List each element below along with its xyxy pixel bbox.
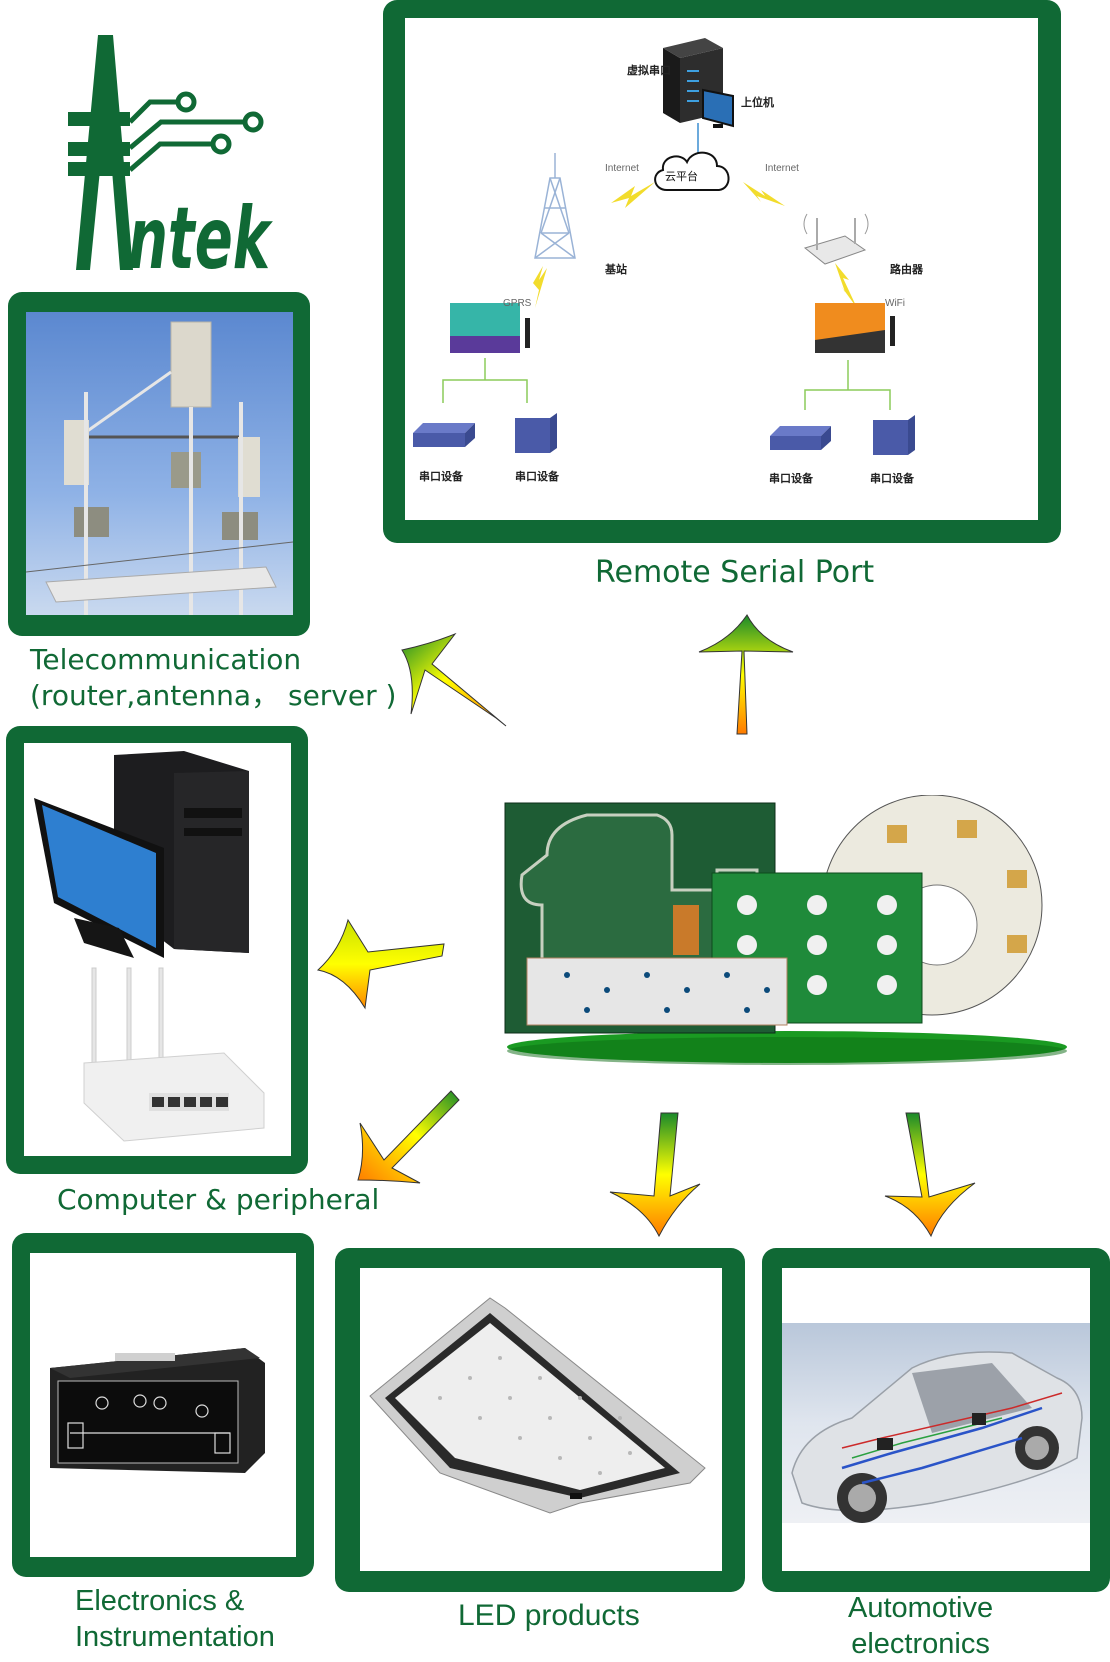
serial-device-label: 串口设备 (769, 472, 813, 485)
serial-device-label: 串口设备 (419, 470, 463, 483)
telecom-tower-photo (26, 312, 293, 615)
monitor-icon (34, 798, 164, 958)
wifi-router-icon (83, 967, 265, 1142)
remote-serial-port-label: Remote Serial Port (595, 555, 875, 590)
computer-peripheral-label: Computer & peripheral (57, 1183, 380, 1216)
wifi-label: WiFi (885, 298, 905, 309)
led-strip-pcb-icon (526, 957, 788, 1026)
pc-tower-icon (114, 751, 249, 953)
virtual-serial-label: 虚拟串口 (627, 64, 671, 77)
cloud-label: 云平台 (665, 170, 698, 183)
internet-left-label: Internet (605, 163, 639, 174)
automotive-electronics-frame[interactable] (762, 1248, 1110, 1592)
led-products-label: LED products (458, 1599, 640, 1632)
automotive-electronics-label: Automotive electronics (848, 1592, 994, 1660)
network-diagram: 虚拟串口 上位机 云平台 Internet Internet 基站 路由器 GP… (405, 18, 1038, 520)
cloud-icon (654, 151, 730, 191)
telecommunication-frame[interactable] (8, 292, 310, 636)
arrow-down-left-electronics (357, 1090, 460, 1184)
instrument-panel-photo (30, 1253, 296, 1557)
arrow-up-remote-serial (698, 614, 794, 735)
base-station-tower-icon (534, 153, 576, 259)
wifi-dtu-icon (815, 303, 895, 353)
automotive-car-photo (782, 1268, 1090, 1571)
connection-lines (442, 358, 891, 410)
serial-device-label: 串口设备 (515, 470, 559, 483)
remote-serial-port-frame[interactable]: 虚拟串口 上位机 云平台 Internet Internet 基站 路由器 GP… (383, 0, 1061, 543)
host-pc-label: 上位机 (741, 96, 774, 109)
arrow-up-left-telecom (401, 632, 507, 727)
arrow-left-computer (316, 918, 445, 1010)
gprs-dtu-icon (450, 303, 530, 353)
computer-peripheral-frame[interactable] (6, 726, 308, 1174)
base-station-label: 基站 (605, 263, 627, 276)
led-products-frame[interactable] (335, 1248, 745, 1592)
gprs-label: GPRS (503, 298, 532, 309)
electronics-instrumentation-frame[interactable] (12, 1233, 314, 1577)
serial-device-label: 串口设备 (870, 472, 914, 485)
svg-text:ntek: ntek (128, 189, 273, 275)
telecommunication-label: Telecommunication (router,antenna， serve… (30, 643, 397, 712)
arrow-down-led (609, 1112, 701, 1238)
router-icon (803, 213, 869, 265)
antek-logo: ntek (58, 30, 278, 275)
internet-right-label: Internet (765, 163, 799, 174)
led-grid (438, 1356, 632, 1475)
arrow-down-automotive (884, 1112, 976, 1238)
monitor-icon (702, 88, 734, 128)
computer-router-photo (24, 743, 291, 1156)
lightning-icons (533, 182, 857, 308)
serial-device-icons (413, 413, 915, 455)
led-streetlight-photo (360, 1268, 722, 1571)
router-label: 路由器 (890, 263, 923, 276)
pcb-boards-image (487, 795, 1067, 1070)
electronics-instrumentation-label: Electronics & Instrumentation (75, 1585, 275, 1653)
